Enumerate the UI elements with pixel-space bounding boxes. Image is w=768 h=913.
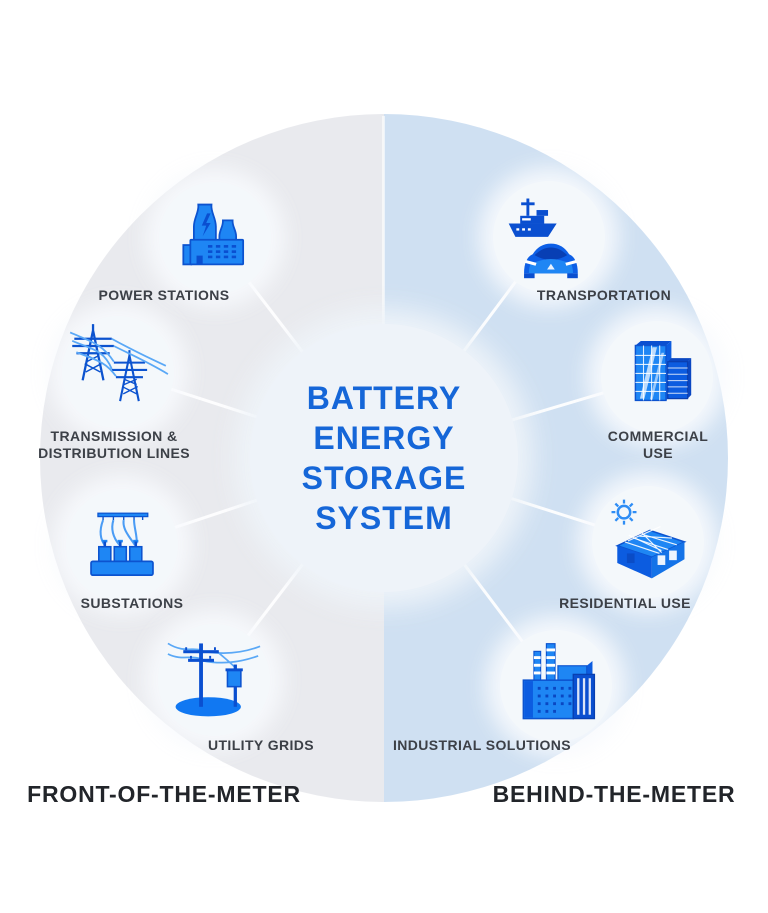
label-residential-use: RESIDENTIAL USE xyxy=(559,595,691,611)
transmission-towers-icon xyxy=(66,320,170,424)
substation-icon xyxy=(79,502,165,588)
label-commercial-use: COMMERCIAL USE xyxy=(607,428,709,461)
power-station-icon xyxy=(171,194,259,282)
node-circle-utility-grids xyxy=(158,624,270,736)
node-circle-transmission xyxy=(62,316,174,428)
label-utility-grids: UTILITY GRIDS xyxy=(207,737,315,753)
factory-icon xyxy=(508,636,604,732)
label-substations: SUBSTATIONS xyxy=(80,595,184,611)
utility-pole-icon xyxy=(166,630,262,726)
solar-house-icon xyxy=(600,492,696,588)
label-power-stations: POWER STATIONS xyxy=(98,287,230,303)
half-divider xyxy=(382,116,385,331)
center-title: BATTERY ENERGY STORAGE SYSTEM xyxy=(301,380,467,536)
label-transmission-distribution-lines: TRANSMISSION & DISTRIBUTION LINES xyxy=(38,428,190,461)
behind-the-meter-label: BEHIND-THE-METER xyxy=(492,781,736,807)
label-industrial-solutions: INDUSTRIAL SOLUTIONS xyxy=(392,737,572,753)
center-circle: BATTERY ENERGY STORAGE SYSTEM xyxy=(250,324,518,592)
label-transportation: TRANSPORTATION xyxy=(536,287,672,303)
ship-and-car-icon xyxy=(501,186,597,284)
office-buildings-icon xyxy=(612,332,702,422)
node-circle-transportation xyxy=(493,181,605,293)
front-of-the-meter-label: FRONT-OF-THE-METER xyxy=(27,781,301,807)
node-circle-substations xyxy=(66,489,178,601)
